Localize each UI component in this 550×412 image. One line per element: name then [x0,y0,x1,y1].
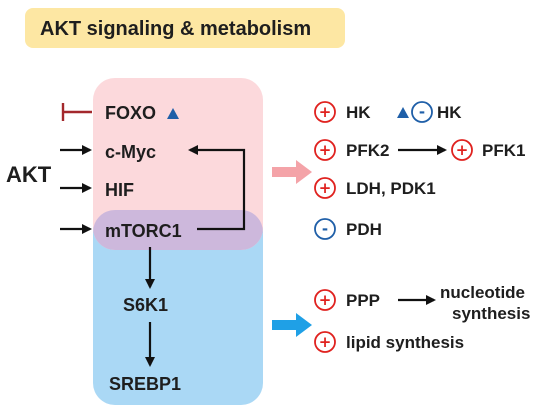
akt-label: AKT [6,162,52,187]
node-mtorc1: mTORC1 [105,221,182,241]
nucleotide-synthesis-line2: synthesis [452,304,530,323]
minus-circle-icon [314,218,336,240]
effect-pfk2-label: PFK2 [346,141,389,160]
triangle-icon [397,107,409,118]
minus-circle-icon [411,101,433,123]
blue-block-arrow [272,313,312,337]
pink-block-arrow [272,160,312,184]
plus-sign: + [319,179,332,197]
plus-circle-icon [314,177,336,199]
plus-circle-icon [314,139,336,161]
plus-circle-icon [314,289,336,311]
node-s6k1: S6K1 [123,295,168,315]
node-srebp1: SREBP1 [109,374,181,394]
effect-ppp: + PPP [314,289,380,311]
feedback-arrow [188,145,246,231]
minus-sign: - [322,220,328,238]
effect-hk-foxo: - HK [397,101,462,123]
effect-ldh-pdk1: + LDH, PDK1 [314,177,436,199]
effect-hk-foxo-label: HK [437,103,462,122]
plus-circle-icon [314,331,336,353]
title-box [25,8,345,48]
plus-sign: + [319,333,332,351]
effect-lipid-label: lipid synthesis [346,333,464,352]
inhibition-arrow [61,103,92,121]
node-foxo: FOXO [105,103,156,123]
effect-lipid-synthesis: + lipid synthesis [314,331,464,353]
effect-hk: + HK [314,101,371,123]
plus-circle-icon [314,101,336,123]
blue-region [93,210,263,405]
effect-pfk1-label: PFK1 [482,141,525,160]
node-cmyc: c-Myc [105,142,156,162]
effect-ppp-label: PPP [346,291,380,310]
pink-region [93,78,263,250]
effect-pdh: - PDH [314,218,382,240]
effect-pfk1: + PFK1 [451,139,525,161]
effect-pdh-label: PDH [346,220,382,239]
nucleotide-synthesis-line1: nucleotide [440,283,525,302]
effect-hk-label: HK [346,103,371,122]
node-hif: HIF [105,180,134,200]
diagram-title: AKT signaling & metabolism [40,18,311,40]
plus-sign: + [456,141,469,159]
plus-sign: + [319,103,332,121]
effect-ldh-pdk1-label: LDH, PDK1 [346,179,436,198]
triangle-icon [167,108,179,119]
effect-pfk2: + PFK2 [314,139,389,161]
plus-circle-icon [451,139,473,161]
plus-sign: + [319,141,332,159]
minus-sign: - [419,103,425,121]
plus-sign: + [319,291,332,309]
